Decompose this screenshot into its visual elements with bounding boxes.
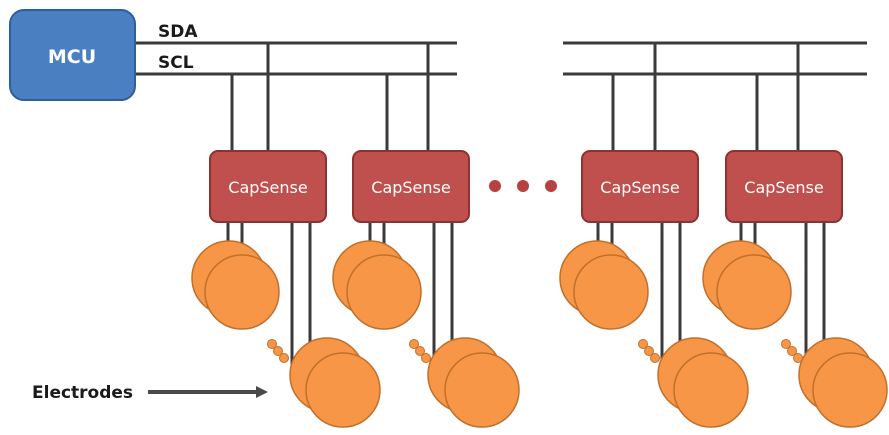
capsense-label: CapSense <box>600 178 679 197</box>
capsense-unit-2: CapSense <box>332 150 520 428</box>
ellipsis-dots-icon <box>409 339 431 363</box>
capsense-block <box>725 150 843 223</box>
capsense-block <box>209 150 327 223</box>
electrode-circle-icon <box>444 352 520 428</box>
electrode-circle-icon <box>812 352 888 428</box>
ellipsis-dots-icon <box>267 339 289 363</box>
electrode-circle-icon <box>204 254 280 330</box>
capsense-label: CapSense <box>228 178 307 197</box>
capsense-unit-1: CapSense <box>191 150 381 428</box>
scl-label: SCL <box>158 53 194 73</box>
capsense-block <box>581 150 699 223</box>
arrow-right-icon <box>148 386 268 398</box>
ellipsis-dots-icon <box>489 180 557 192</box>
electrode-circle-icon <box>716 254 792 330</box>
capsense-label: CapSense <box>744 178 823 197</box>
bus-drop-wires <box>230 43 800 152</box>
electrodes-label: Electrodes <box>32 383 133 403</box>
electrode-circle-icon <box>346 254 422 330</box>
ellipsis-dots-icon <box>781 339 803 363</box>
capsense-block <box>352 150 470 223</box>
mcu-block: MCU <box>9 9 136 101</box>
electrode-circle-icon <box>573 254 649 330</box>
capsense-unit-3: CapSense <box>559 150 749 428</box>
mcu-label: MCU <box>48 46 96 68</box>
capsense-label: CapSense <box>371 178 450 197</box>
ellipsis-dots-icon <box>638 339 660 363</box>
i2c-bus <box>135 41 867 76</box>
mcu-box <box>9 9 136 101</box>
sda-label: SDA <box>158 22 198 42</box>
electrode-circle-icon <box>305 352 381 428</box>
electrode-circle-icon <box>673 352 749 428</box>
capsense-unit-4: CapSense <box>702 150 888 428</box>
